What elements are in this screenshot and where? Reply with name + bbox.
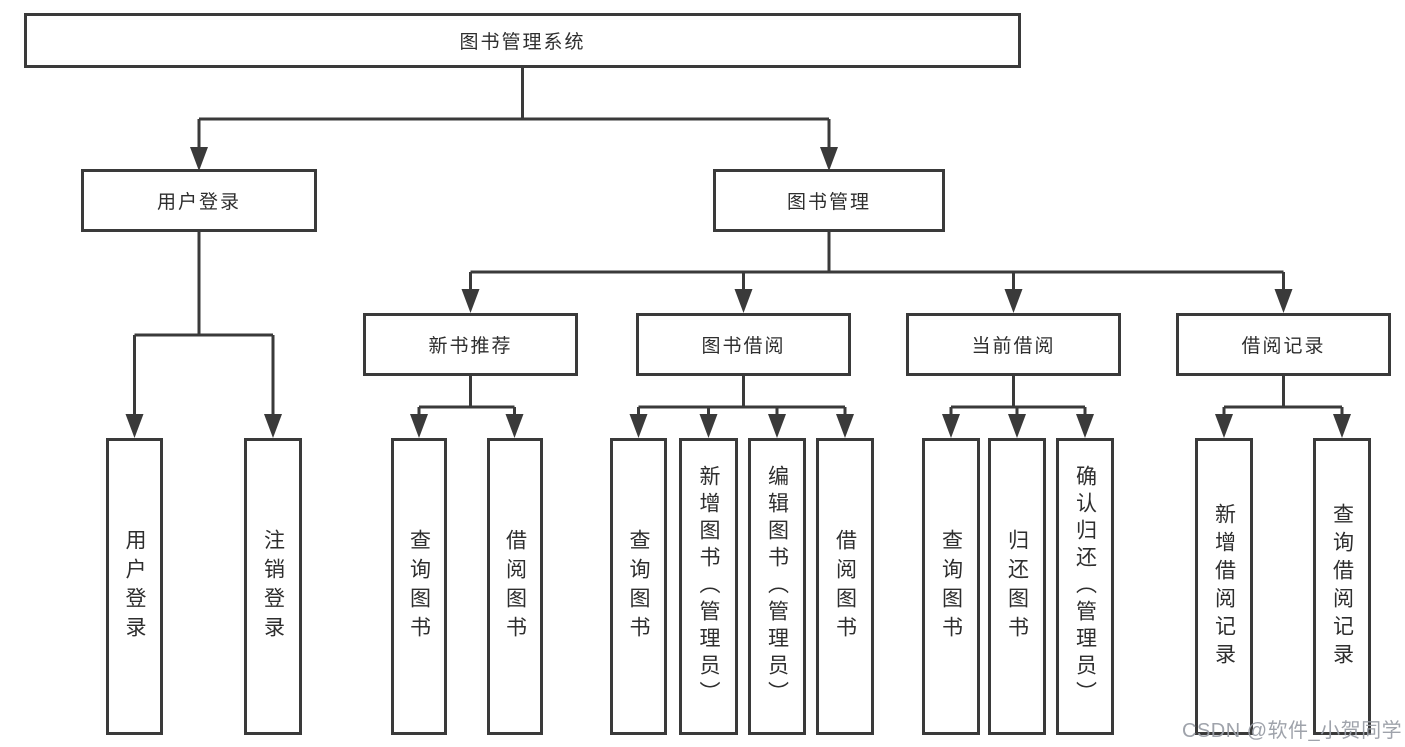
leaf-return-books: 归还图书 (988, 438, 1046, 735)
arrowhead-icon (1076, 414, 1094, 438)
leaf-borrow-books-recommend: 借阅图书 (487, 438, 543, 735)
arrowhead-icon (699, 414, 718, 438)
arrowhead-icon (505, 414, 524, 438)
arrowhead-icon (768, 414, 786, 438)
branch-current-borrowing (942, 376, 1094, 438)
branch-book-management (461, 232, 1293, 313)
leaf-query-borrow-record: 查询借阅记录 (1313, 438, 1371, 735)
node-root: 图书管理系统 (24, 13, 1021, 68)
arrowhead-icon (264, 414, 282, 438)
node-book-borrowing: 图书借阅 (636, 313, 851, 376)
leaf-query-books-recommend: 查询图书 (391, 438, 447, 735)
arrowhead-icon (629, 414, 648, 438)
leaf-query-books-borrowing: 查询图书 (610, 438, 667, 735)
arrowhead-icon (1215, 414, 1233, 438)
leaf-logout: 注销登录 (244, 438, 302, 735)
arrowhead-icon (1008, 414, 1026, 438)
leaf-confirm-return-admin: 确认归还（管理员） (1056, 438, 1114, 735)
node-new-book-recommend: 新书推荐 (363, 313, 578, 376)
leaf-edit-books-admin: 编辑图书（管理员） (748, 438, 806, 735)
node-current-borrowing: 当前借阅 (906, 313, 1121, 376)
arrowhead-icon (190, 147, 208, 171)
branch-borrow-records (1215, 376, 1351, 438)
leaf-user-login: 用户登录 (106, 438, 163, 735)
branch-new-book-recommend (410, 376, 524, 438)
arrowhead-icon (410, 414, 428, 438)
node-borrow-records: 借阅记录 (1176, 313, 1391, 376)
arrowhead-icon (820, 147, 838, 171)
leaf-add-borrow-record: 新增借阅记录 (1195, 438, 1253, 735)
leaf-query-books-current: 查询图书 (922, 438, 980, 735)
arrowhead-icon (1004, 289, 1023, 313)
node-user-login: 用户登录 (81, 169, 317, 232)
watermark: CSDN @软件_小贺同学 (1182, 720, 1403, 742)
arrowhead-icon (734, 289, 753, 313)
arrowhead-icon (461, 289, 480, 313)
leaf-borrow-books-borrowing: 借阅图书 (816, 438, 874, 735)
branch-root (190, 68, 838, 171)
leaf-add-books-admin: 新增图书（管理员） (679, 438, 738, 735)
arrowhead-icon (1333, 414, 1351, 438)
arrowhead-icon (836, 414, 854, 438)
branch-user-login (125, 232, 282, 438)
arrowhead-icon (1274, 289, 1293, 313)
arrowhead-icon (942, 414, 960, 438)
node-book-management: 图书管理 (713, 169, 945, 232)
arrowhead-icon (125, 414, 144, 438)
branch-book-borrowing (629, 376, 854, 438)
